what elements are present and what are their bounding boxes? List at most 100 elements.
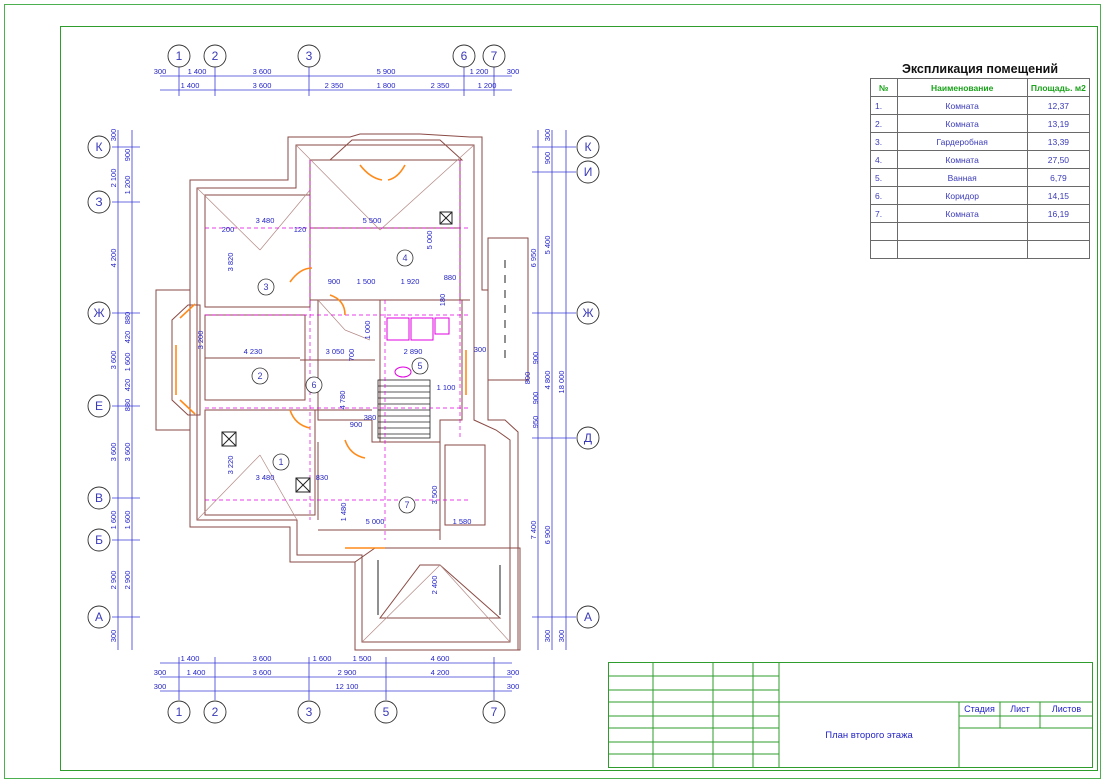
table-header-row: № Наименование Площадь. м2 xyxy=(870,78,1091,97)
dim-top1-5: 300 xyxy=(507,67,520,76)
dim-bot3-1: 12 100 xyxy=(336,682,359,691)
axis-label-bottom-7: 7 xyxy=(491,705,498,719)
bath-fixtures xyxy=(386,317,450,378)
dim-int-28: 180 xyxy=(438,294,447,307)
dim-int-3: 200 xyxy=(222,225,235,234)
table-cell-n: 1. xyxy=(870,96,898,115)
dim-int-6: 1 500 xyxy=(357,277,376,286)
dim-top2-4: 2 350 xyxy=(431,81,450,90)
axis-label-left-z: З xyxy=(95,195,102,209)
axis-label-left-b: Б xyxy=(95,533,103,547)
dim-bot1-4: 4 600 xyxy=(431,654,450,663)
dim-int-10: 4 230 xyxy=(244,347,263,356)
table-cell-name: Комната xyxy=(896,204,1028,223)
sheets-label: Листов xyxy=(1051,704,1082,714)
dim-left-in-2: 880 xyxy=(123,312,132,325)
axis-label-top-1: 1 xyxy=(176,49,183,63)
axis-label-left-k: К xyxy=(96,140,103,154)
dim-right-in-0: 900 xyxy=(543,152,552,165)
dim-int-13: 3 200 xyxy=(196,331,205,350)
dimension-lines xyxy=(112,64,576,700)
title-block-grid xyxy=(608,662,1093,768)
dim-left-in-1: 1 200 xyxy=(123,176,132,195)
table-cell-name: Гардеробная xyxy=(896,132,1028,151)
axis-label-right-k: К xyxy=(585,140,592,154)
dim-left-in-3: 420 xyxy=(123,331,132,344)
dim-right-in-4: 300 xyxy=(557,630,566,643)
table-row-empty xyxy=(870,240,1091,259)
dim-left-0: 300 xyxy=(109,129,118,142)
table-cell-area: 27,50 xyxy=(1026,150,1091,169)
table-cell-n: 2. xyxy=(870,114,898,133)
dim-left-in-9: 2 900 xyxy=(123,571,132,590)
staircase xyxy=(377,379,431,439)
table-cell-n: 4. xyxy=(870,150,898,169)
dim-right-1: 6 950 xyxy=(529,249,538,268)
dim-top2-2: 2 350 xyxy=(325,81,344,90)
dim-bot2-0: 300 xyxy=(154,668,167,677)
room-label-4: 4 xyxy=(402,253,407,263)
dim-top1-0: 300 xyxy=(154,67,167,76)
table-cell-n: 3. xyxy=(870,132,898,151)
dim-int-26: 700 xyxy=(347,349,356,362)
inner-frame xyxy=(60,26,1098,771)
room-label-7: 7 xyxy=(404,500,409,510)
table-cell-name: Коридор xyxy=(896,186,1028,205)
axis-label-left-e: Е xyxy=(95,399,103,413)
room-bubbles xyxy=(251,249,429,514)
dim-right-2: 18 000 xyxy=(557,371,566,394)
dim-bot2-5: 300 xyxy=(507,668,520,677)
table-cell-area: 14,15 xyxy=(1026,186,1091,205)
dim-int-21: 2 400 xyxy=(430,576,439,595)
col-area: Площадь. м2 xyxy=(1026,78,1091,97)
table-cell-n: 7. xyxy=(870,204,898,223)
dim-bot1-3: 1 500 xyxy=(353,654,372,663)
dim-int-17: 3 480 xyxy=(256,473,275,482)
dim-int-27: 1 000 xyxy=(363,321,372,340)
dim-left-1: 2 100 xyxy=(109,169,118,188)
room-label-5: 5 xyxy=(417,361,422,371)
dim-left-in-4: 1 600 xyxy=(123,353,132,372)
table-cell-n: 6. xyxy=(870,186,898,205)
dim-int-29: 300 xyxy=(474,345,487,354)
dim-int-15: 4 780 xyxy=(338,391,347,410)
dim-int-12: 2 890 xyxy=(404,347,423,356)
axis-label-right-d: Д xyxy=(584,431,592,445)
axis-label-top-2: 2 xyxy=(212,49,219,63)
col-number: № xyxy=(870,78,898,97)
axis-label-left-a: А xyxy=(95,610,103,624)
dim-int-8: 880 xyxy=(444,273,457,282)
dim-top1-3: 5 900 xyxy=(377,67,396,76)
dim-top2-0: 1 400 xyxy=(181,81,200,90)
dim-left-2: 4 200 xyxy=(109,249,118,268)
room-label-6: 6 xyxy=(311,380,316,390)
table-cell-name: Комната xyxy=(896,114,1028,133)
axis-label-right-i: И xyxy=(584,165,593,179)
room-schedule: Экспликация помещений № Наименование Пло… xyxy=(870,60,1091,259)
dim-int-24: 830 xyxy=(316,473,329,482)
dim-left-in-5: 420 xyxy=(123,379,132,392)
dim-top1-2: 3 600 xyxy=(253,67,272,76)
sheet-label: Лист xyxy=(1010,704,1030,714)
axis-label-left-v: В xyxy=(95,491,103,505)
table-cell-name: Комната xyxy=(896,150,1028,169)
dim-left-in-7: 3 600 xyxy=(123,443,132,462)
axis-label-bottom-2: 2 xyxy=(212,705,219,719)
axis-bubbles-left xyxy=(87,135,111,629)
dim-bot3-2: 300 xyxy=(507,682,520,691)
dim-int-7: 1 920 xyxy=(401,277,420,286)
dim-left-in-6: 880 xyxy=(123,399,132,412)
table-cell-empty xyxy=(896,240,1028,259)
axis-label-top-7: 7 xyxy=(491,49,498,63)
dim-left-in-8: 1 600 xyxy=(123,511,132,530)
dim-right-in-1: 5 400 xyxy=(543,236,552,255)
